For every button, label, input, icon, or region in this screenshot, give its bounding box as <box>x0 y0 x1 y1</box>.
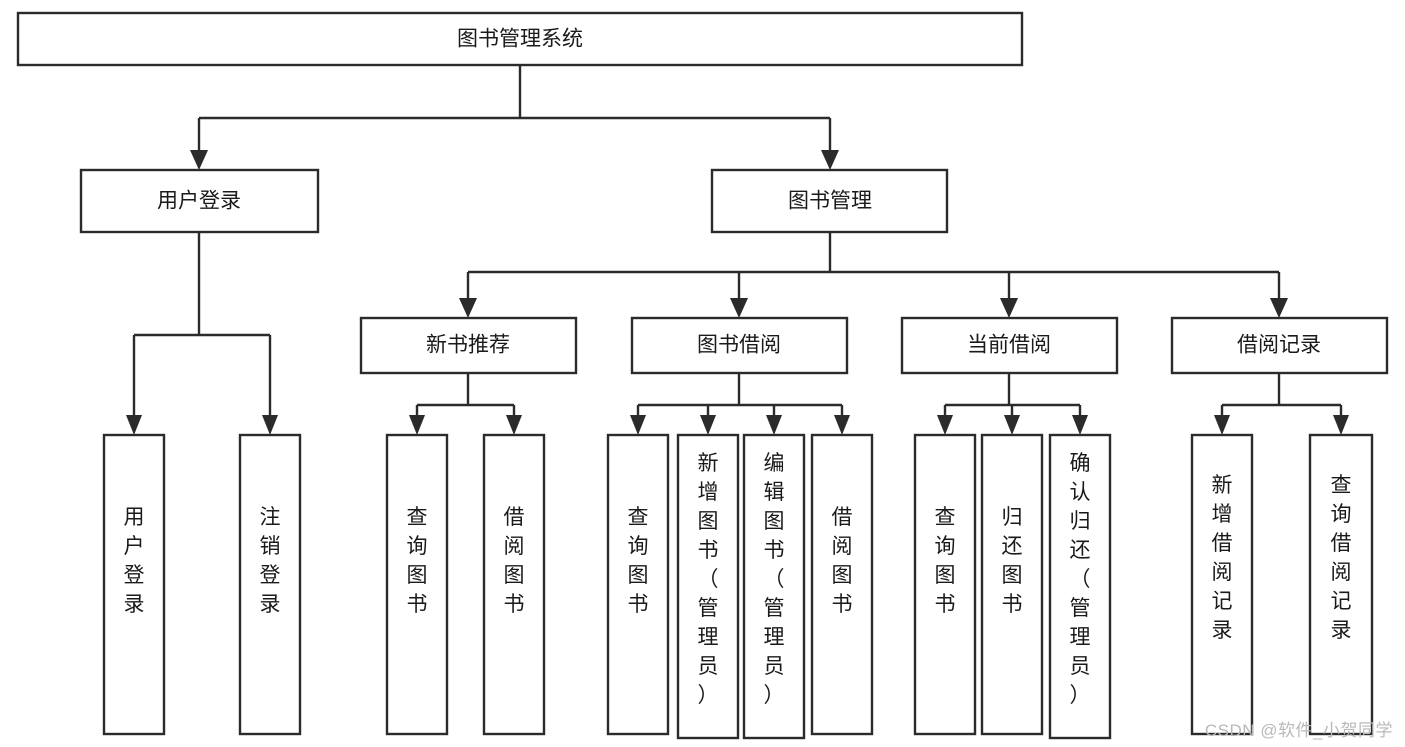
node-new-book-rec-box[interactable] <box>359 316 578 375</box>
node-leaf-confirm-return-box[interactable] <box>1048 433 1112 740</box>
arrowhead-leaf-borrow-book-1 <box>506 415 522 435</box>
node-leaf-borrow-book-2[interactable]: 借阅图书 <box>810 433 874 736</box>
node-user-login-box[interactable] <box>79 168 320 234</box>
node-leaf-add-record[interactable]: 新增借阅记录 <box>1190 433 1254 736</box>
node-leaf-return-book[interactable]: 归还图书 <box>980 433 1044 736</box>
arrowhead-leaf-add-record <box>1214 415 1230 435</box>
node-book-borrow-label: 图书借阅 <box>697 334 781 357</box>
arrowhead-book-borrow <box>730 298 748 318</box>
arrowhead-new-book-rec <box>459 298 477 318</box>
node-book-borrow-box[interactable] <box>630 316 849 375</box>
node-leaf-add-book[interactable]: 新增图书（管理员） <box>676 433 740 740</box>
node-leaf-query-record[interactable]: 查询借阅记录 <box>1308 433 1374 736</box>
node-current-borrow-label: 当前借阅 <box>967 334 1051 357</box>
node-current-borrow[interactable]: 当前借阅 <box>900 316 1119 375</box>
node-book-manage-box[interactable] <box>710 168 949 234</box>
arrowhead-leaf-query-book-2 <box>630 415 646 435</box>
node-leaf-query-book-3-label: 查询图书 <box>935 506 956 616</box>
node-root[interactable]: 图书管理系统 <box>16 11 1024 67</box>
arrowhead-leaf-query-record <box>1333 415 1349 435</box>
arrowhead-leaf-query-book-1 <box>409 415 425 435</box>
node-root-label: 图书管理系统 <box>457 28 583 51</box>
arrowhead-leaf-borrow-book-2 <box>834 415 850 435</box>
node-leaf-edit-book-label: 编辑图书（管理员） <box>764 452 785 707</box>
arrowhead-leaf-return-book <box>1004 415 1020 435</box>
connector-layer <box>126 65 1349 435</box>
node-leaf-user-login[interactable]: 用户登录 <box>102 433 166 736</box>
arrowhead-leaf-user-login <box>126 415 142 435</box>
node-book-manage[interactable]: 图书管理 <box>710 168 949 234</box>
arrowhead-leaf-add-book <box>700 415 716 435</box>
arrowhead-leaf-query-book-3 <box>937 415 953 435</box>
node-leaf-user-login-label: 用户登录 <box>124 506 145 616</box>
node-user-login[interactable]: 用户登录 <box>79 168 320 234</box>
node-leaf-borrow-book-1-label: 借阅图书 <box>504 506 525 616</box>
node-leaf-query-record-label: 查询借阅记录 <box>1331 474 1352 642</box>
node-leaf-query-book-1-box[interactable] <box>385 433 449 736</box>
node-root-box[interactable] <box>16 11 1024 67</box>
node-leaf-add-book-box[interactable] <box>676 433 740 740</box>
node-leaf-query-book-1-label: 查询图书 <box>407 506 428 616</box>
node-borrow-record-box[interactable] <box>1170 316 1389 375</box>
node-leaf-borrow-book-1-box[interactable] <box>482 433 546 736</box>
node-leaf-logout[interactable]: 注销登录 <box>238 433 302 736</box>
node-leaf-query-book-2[interactable]: 查询图书 <box>606 433 670 736</box>
node-book-manage-label: 图书管理 <box>788 190 872 213</box>
node-book-borrow[interactable]: 图书借阅 <box>630 316 849 375</box>
arrowhead-book-manage <box>821 150 839 170</box>
node-leaf-query-book-3-box[interactable] <box>913 433 977 736</box>
node-leaf-query-book-2-label: 查询图书 <box>628 506 649 616</box>
node-leaf-query-book-1[interactable]: 查询图书 <box>385 433 449 736</box>
node-current-borrow-box[interactable] <box>900 316 1119 375</box>
node-borrow-record-label: 借阅记录 <box>1237 334 1321 357</box>
node-leaf-edit-book[interactable]: 编辑图书（管理员） <box>742 433 806 740</box>
arrowhead-current-borrow <box>1000 298 1018 318</box>
arrowhead-user-login <box>190 150 208 170</box>
arrowhead-leaf-confirm-return <box>1072 415 1088 435</box>
node-new-book-rec-label: 新书推荐 <box>426 334 510 357</box>
node-leaf-return-book-label: 归还图书 <box>1002 506 1023 616</box>
node-user-login-label: 用户登录 <box>157 190 241 213</box>
node-leaf-edit-book-box[interactable] <box>742 433 806 740</box>
node-borrow-record[interactable]: 借阅记录 <box>1170 316 1389 375</box>
node-leaf-add-record-box[interactable] <box>1190 433 1254 736</box>
arrowhead-leaf-logout <box>262 415 278 435</box>
node-leaf-logout-label: 注销登录 <box>260 506 281 616</box>
node-leaf-borrow-book-2-label: 借阅图书 <box>832 506 853 616</box>
node-new-book-rec[interactable]: 新书推荐 <box>359 316 578 375</box>
node-leaf-confirm-return[interactable]: 确认归还（管理员） <box>1048 433 1112 740</box>
node-leaf-borrow-book-1[interactable]: 借阅图书 <box>482 433 546 736</box>
node-leaf-logout-box[interactable] <box>238 433 302 736</box>
node-leaf-add-book-label: 新增图书（管理员） <box>698 452 719 707</box>
node-leaf-add-record-label: 新增借阅记录 <box>1212 474 1233 642</box>
node-leaf-query-book-3[interactable]: 查询图书 <box>913 433 977 736</box>
node-leaf-borrow-book-2-box[interactable] <box>810 433 874 736</box>
arrowhead-borrow-record <box>1270 298 1288 318</box>
node-leaf-confirm-return-label: 确认归还（管理员） <box>1070 452 1091 707</box>
arrowhead-leaf-edit-book <box>766 415 782 435</box>
node-leaf-user-login-box[interactable] <box>102 433 166 736</box>
node-leaf-query-book-2-box[interactable] <box>606 433 670 736</box>
node-leaf-query-record-box[interactable] <box>1308 433 1374 736</box>
node-leaf-return-book-box[interactable] <box>980 433 1044 736</box>
